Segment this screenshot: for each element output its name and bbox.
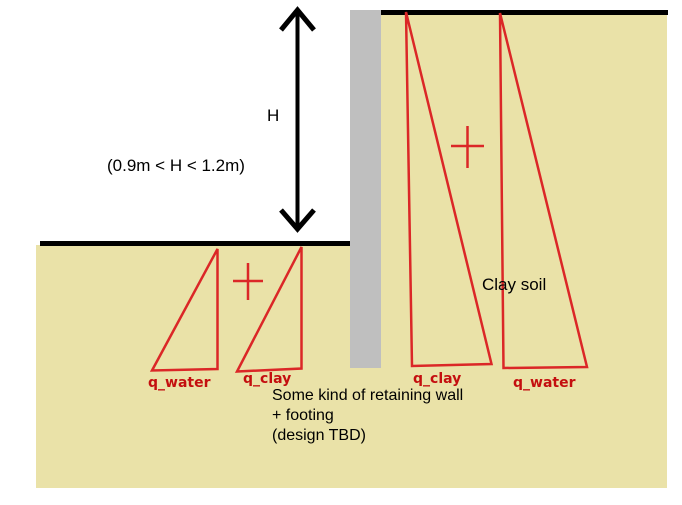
- pressure-triangle-left-clay: [234, 246, 303, 373]
- ground-line-right: [381, 10, 668, 15]
- height-range-label: (0.9m < H < 1.2m): [107, 156, 245, 175]
- height-label: H: [267, 106, 280, 125]
- q-water-right-label: q_water: [513, 375, 576, 391]
- pressure-triangle-right-clay: [404, 11, 494, 368]
- clay-soil-label: Clay soil: [482, 275, 547, 294]
- soil-region-right: [381, 12, 667, 245]
- retaining-wall: [350, 10, 381, 368]
- plus-sign-right: [451, 126, 484, 168]
- q-clay-right-label: q_clay: [413, 371, 462, 387]
- q-water-left-label: q_water: [148, 375, 211, 391]
- pressure-triangle-right-water: [498, 12, 589, 370]
- ground-line-left: [40, 241, 350, 246]
- q-clay-left-label: q_clay: [243, 371, 292, 387]
- plus-sign-left: [233, 263, 263, 300]
- wall-note: Some kind of retaining wall + footing (d…: [272, 387, 464, 444]
- height-dimension-arrow: [279, 6, 316, 233]
- arrow-head-bottom: [279, 208, 316, 233]
- pressure-triangle-left-water: [149, 248, 219, 372]
- arrow-head-top: [279, 6, 316, 32]
